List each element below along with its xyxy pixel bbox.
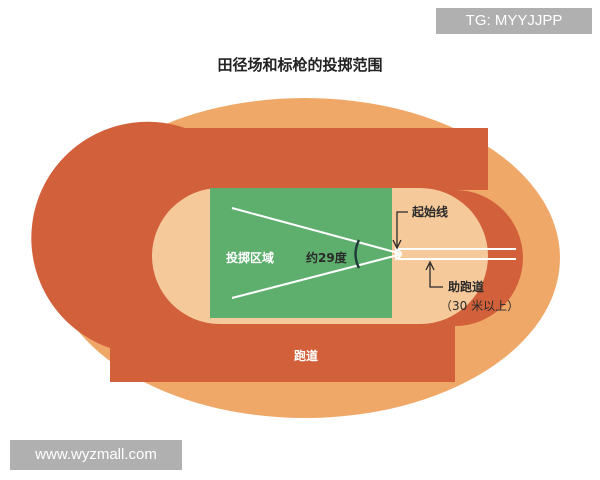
start-line (395, 247, 402, 261)
angle-arc (354, 239, 361, 269)
sector-line-upper (231, 207, 403, 255)
label-angle: 约29度 (306, 250, 348, 265)
start-line-arrowhead (392, 239, 402, 250)
label-throwing-area: 投掷区域 (226, 250, 274, 265)
sector-line-lower (231, 253, 403, 299)
label-start-line: 起始线 (411, 204, 448, 219)
watermark-top: TG: MYYJJPP (436, 8, 592, 34)
label-runway: 助跑道 (448, 279, 484, 294)
label-track: 跑道 (294, 348, 318, 363)
runway-arrowhead (425, 260, 435, 271)
diagram-title: 田径场和标枪的投掷范围 (217, 56, 383, 74)
watermark-bottom: www.wyzmall.com (10, 440, 182, 470)
label-runway-note: （30 米以上） (440, 299, 519, 313)
start-line-pointer (396, 211, 408, 246)
runway-pointer (429, 264, 443, 288)
